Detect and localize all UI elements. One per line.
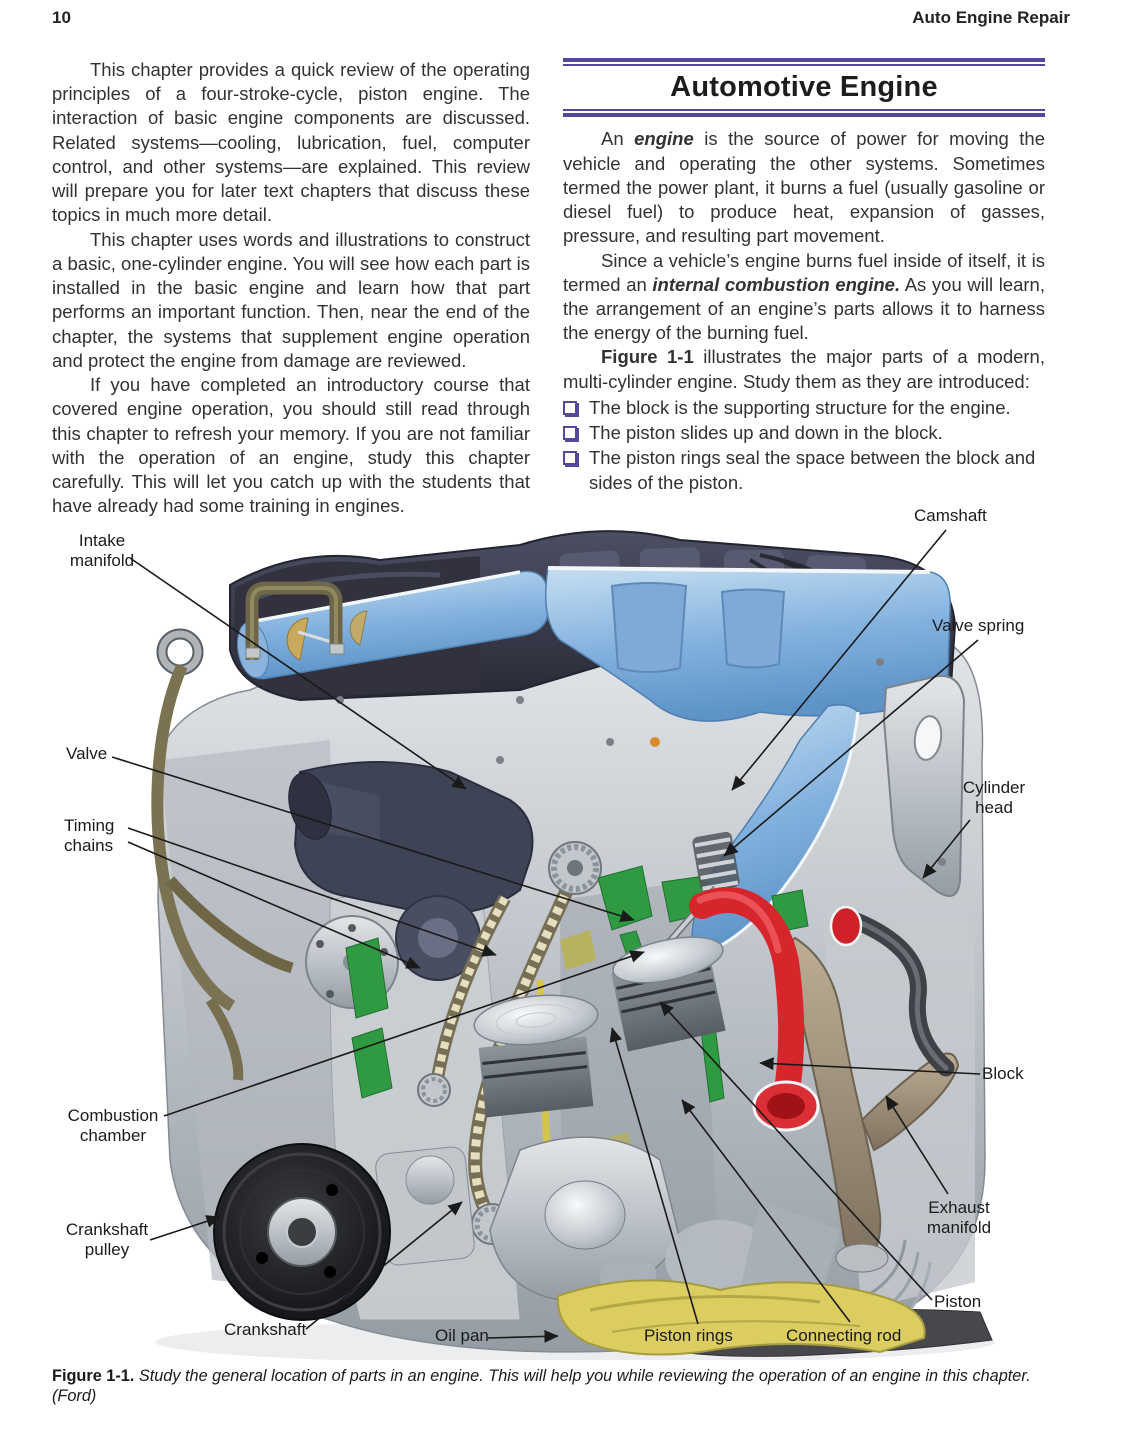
figure-label-exhaust-manifold: Exhaust manifold	[926, 1198, 992, 1238]
figure-label-piston: Piston	[934, 1292, 982, 1311]
list-item: The piston slides up and down in the blo…	[563, 421, 1045, 445]
leader-lines	[111, 529, 981, 1343]
engine-illustration	[111, 529, 995, 1360]
cutaway-faces	[345, 865, 809, 1103]
figure-label-cylinder-head: Cylinder head	[962, 778, 1026, 818]
bullet-text: The block is the supporting structure fo…	[589, 396, 1011, 418]
figure-label-piston-rings: Piston rings	[644, 1326, 733, 1345]
exhaust-manifold-art	[689, 887, 960, 1273]
figure-label-valve: Valve	[66, 744, 108, 763]
square-bullet-icon	[563, 400, 577, 415]
figure-1-1: Intake manifold Camshaft Valve spring Cy…	[0, 505, 1122, 1360]
paragraph: Figure 1-1 illustrates the major parts o…	[563, 345, 1045, 393]
key-term: internal combustion engine.	[652, 273, 901, 295]
engine-art	[151, 530, 995, 1360]
heading-rule-top-thick	[563, 58, 1045, 62]
figure-label-crankshaft: Crankshaft	[224, 1320, 307, 1339]
list-item: The piston rings seal the space between …	[563, 446, 1045, 494]
figure-label-intake-manifold: Intake manifold	[69, 531, 135, 571]
figure-caption-lead: Figure 1-1.	[52, 1367, 135, 1385]
heading-rule-bottom-thin	[563, 109, 1045, 112]
paragraph-text: is the source of power for moving the ve…	[563, 128, 1045, 247]
figure-caption-text: Study the general location of parts in a…	[52, 1367, 1031, 1406]
key-term: engine	[634, 128, 694, 150]
figure-label-connecting-rod: Connecting rod	[786, 1326, 902, 1345]
paragraph: This chapter uses words and illustration…	[52, 228, 530, 371]
crankshaft-pulley-art	[213, 1143, 475, 1321]
figure-label-oil-pan: Oil pan	[435, 1326, 489, 1345]
paragraph: If you have completed an introductory co…	[52, 374, 530, 517]
figure-label-combustion-chamber: Combustion chamber	[67, 1106, 159, 1146]
paragraph-text: An	[601, 128, 635, 150]
bullet-text: The piston slides up and down in the blo…	[589, 422, 943, 444]
paragraph-text: illustrates the major parts of a modern,…	[563, 346, 1045, 392]
heading-rule-top-thin	[563, 64, 1045, 66]
figure-label-valve-spring: Valve spring	[932, 616, 1025, 635]
section-heading: Automotive Engine	[670, 71, 938, 103]
mount-bracket	[882, 674, 966, 897]
paragraph: An engine is the source of power for mov…	[563, 127, 1045, 248]
running-head: Auto Engine Repair	[912, 8, 1070, 27]
heading-rule-bottom-thick	[563, 113, 1045, 118]
paragraph-text: As you will learn, the arrangement of an…	[563, 273, 1045, 344]
square-bullet-icon	[563, 426, 577, 441]
square-bullet-icon	[563, 451, 577, 466]
figure-reference: Figure 1-1	[601, 346, 694, 368]
paragraph-text: Since a vehicle’s engine burns fuel insi…	[563, 249, 1045, 295]
figure-caption: Figure 1-1. Study the general location o…	[52, 1366, 1072, 1407]
figure-label-timing-chains: Timing chains	[64, 816, 115, 856]
intake-duct	[236, 566, 951, 963]
page-number: 10	[52, 8, 71, 27]
bolts	[336, 658, 946, 866]
page-header: 10 Auto Engine Repair	[52, 8, 1070, 28]
bullet-text: The piston rings seal the space between …	[589, 447, 1036, 493]
list-item: The block is the supporting structure fo…	[563, 396, 1045, 420]
right-column: Automotive Engine An engine is the sourc…	[563, 58, 1045, 496]
figure-label-camshaft: Camshaft	[914, 506, 987, 525]
figure-label-block: Block	[982, 1064, 1024, 1083]
heater-hoses	[151, 581, 345, 1081]
paragraph: Since a vehicle’s engine burns fuel insi…	[563, 249, 1045, 346]
left-column: This chapter provides a quick review of …	[52, 58, 530, 518]
figure-label-crankshaft-pulley: Crankshaft pulley	[65, 1220, 149, 1260]
paragraph: This chapter provides a quick review of …	[52, 59, 530, 226]
bullet-list: The block is the supporting structure fo…	[563, 396, 1045, 495]
